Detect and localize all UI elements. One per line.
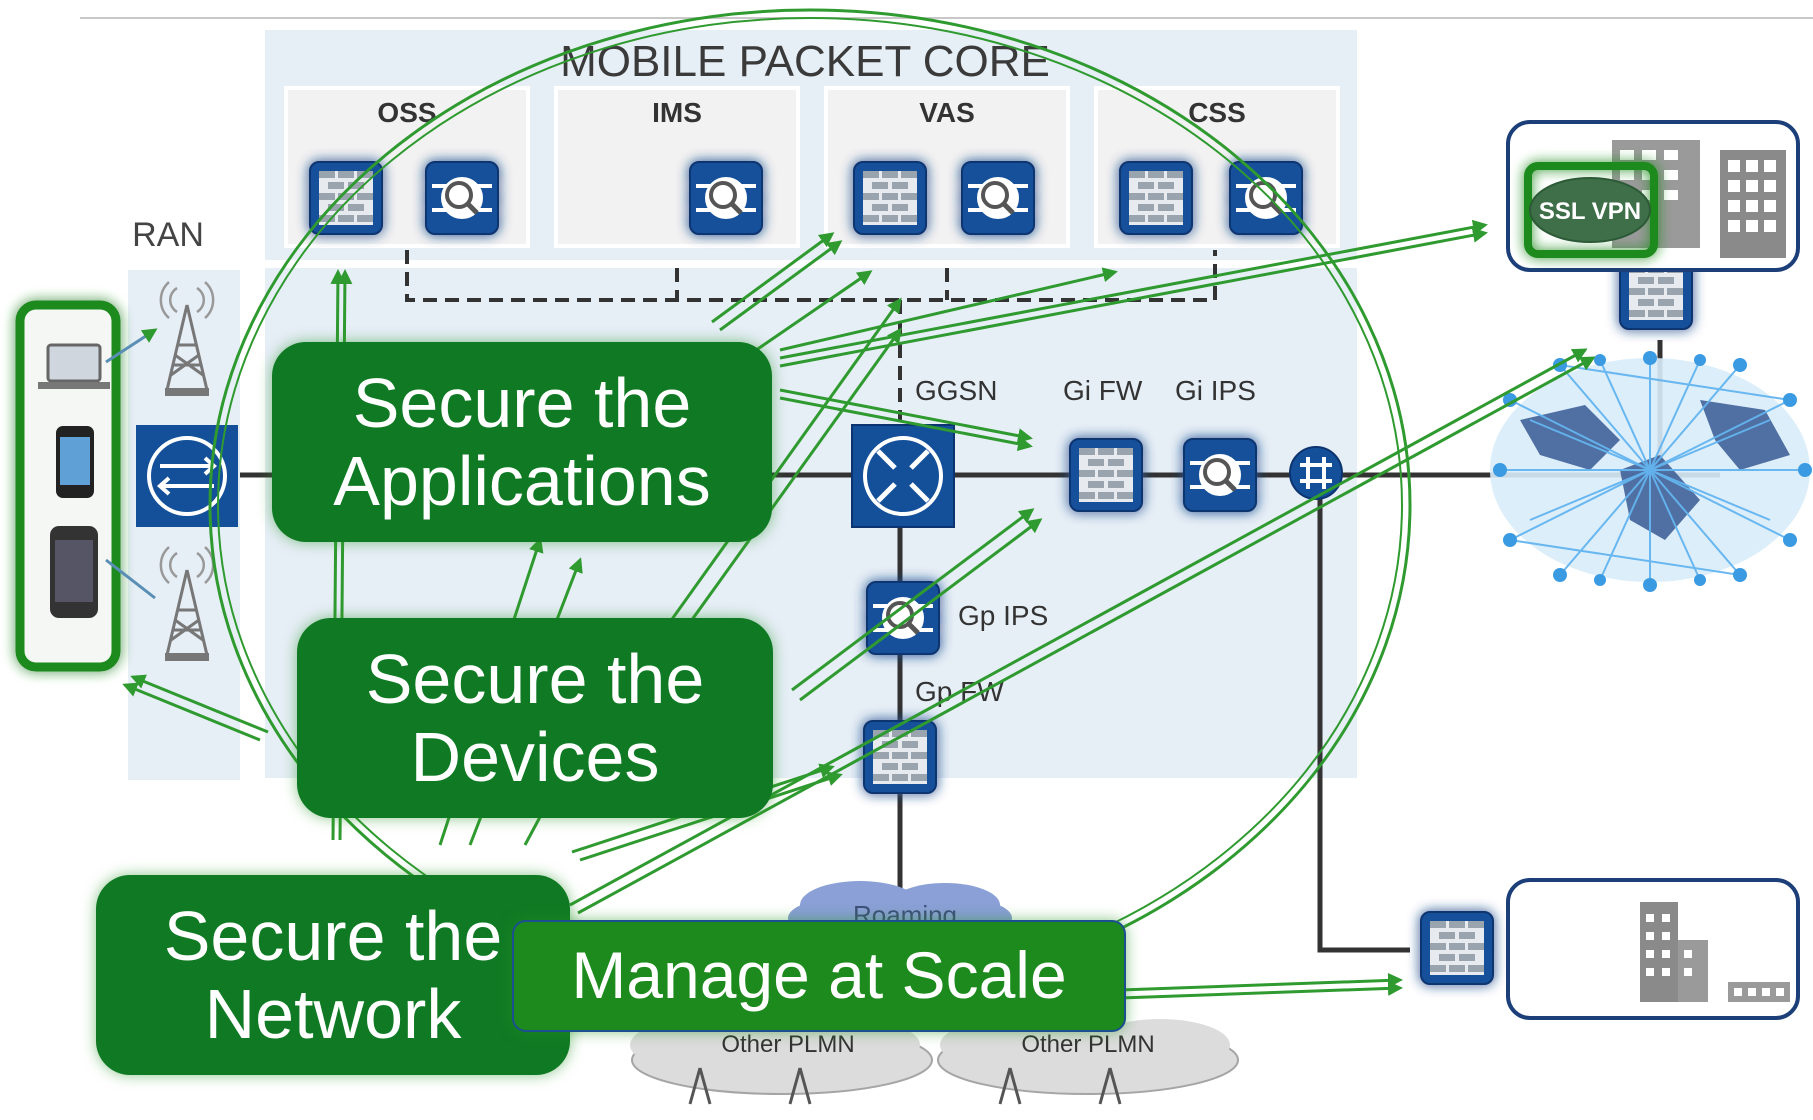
other-plmn-label-2: Other PLMN xyxy=(1021,1031,1154,1058)
android-phone-icon xyxy=(50,526,98,618)
section-label-ims: IMS xyxy=(652,97,702,128)
secure-devices-line1: Secure the xyxy=(365,639,705,718)
other-plmn-cloud-1: Other PLMN xyxy=(630,1019,933,1105)
gi-ips-icon[interactable] xyxy=(1184,439,1256,511)
data-center: SSL VPN xyxy=(1506,120,1800,272)
laptop-link xyxy=(105,328,158,364)
section-label-css: CSS xyxy=(1188,97,1246,128)
secure-applications-line2: Applications xyxy=(333,442,711,520)
gi-ips-label: Gi IPS xyxy=(1175,375,1256,406)
iphone-icon xyxy=(56,426,94,498)
gp-ips-label: Gp IPS xyxy=(958,600,1048,631)
base-station-icon[interactable] xyxy=(136,425,238,527)
vas-ips-icon[interactable] xyxy=(962,162,1034,234)
mpc-title: MOBILE PACKET CORE xyxy=(560,37,1050,86)
other-plmn-label-1: Other PLMN xyxy=(721,1031,854,1058)
gi-fw-label: Gi FW xyxy=(1063,375,1143,406)
secure-devices-callout: Secure the Devices xyxy=(297,618,773,818)
section-label-vas: VAS xyxy=(919,97,975,128)
ran-label: RAN xyxy=(132,216,204,254)
ssl-vpn-label: SSL VPN xyxy=(1539,198,1641,225)
ggsn-router-icon[interactable] xyxy=(851,424,955,528)
gp-firewall-icon[interactable] xyxy=(863,720,937,794)
gi-switch-icon[interactable] xyxy=(1289,446,1343,500)
secure-applications-line1: Secure the xyxy=(352,363,692,442)
enterprise-branch xyxy=(1506,878,1800,1020)
vas-firewall-icon[interactable] xyxy=(853,161,927,235)
secure-applications-callout: Secure the Applications xyxy=(272,342,772,542)
css-ips-icon[interactable] xyxy=(1230,162,1302,234)
ssl-vpn-glow xyxy=(1524,162,1658,258)
secure-network-callout: Secure the Network xyxy=(96,875,570,1075)
ggsn-label: GGSN xyxy=(915,375,997,406)
gi-firewall-icon[interactable] xyxy=(1069,438,1143,512)
enterprise-firewall-icon[interactable] xyxy=(1420,911,1494,985)
branch-building-icon xyxy=(1640,902,1790,1002)
secure-devices-line2: Devices xyxy=(410,718,660,796)
ims-ips-icon[interactable] xyxy=(690,162,762,234)
secure-network-line1: Secure the xyxy=(163,896,503,975)
oss-firewall-icon[interactable] xyxy=(309,161,383,235)
oss-ips-icon[interactable] xyxy=(426,162,498,234)
user-devices xyxy=(15,300,158,672)
other-plmn-cloud-2: Other PLMN xyxy=(937,1019,1239,1105)
laptop-icon xyxy=(38,343,110,389)
css-firewall-icon[interactable] xyxy=(1119,161,1193,235)
manage-at-scale-callout: Manage at Scale xyxy=(512,920,1126,1032)
manage-at-scale-label: Manage at Scale xyxy=(571,938,1067,1013)
ssl-vpn-gateway-icon[interactable] xyxy=(1529,177,1651,243)
android-link xyxy=(105,558,156,600)
secure-network-line2: Network xyxy=(204,975,462,1053)
